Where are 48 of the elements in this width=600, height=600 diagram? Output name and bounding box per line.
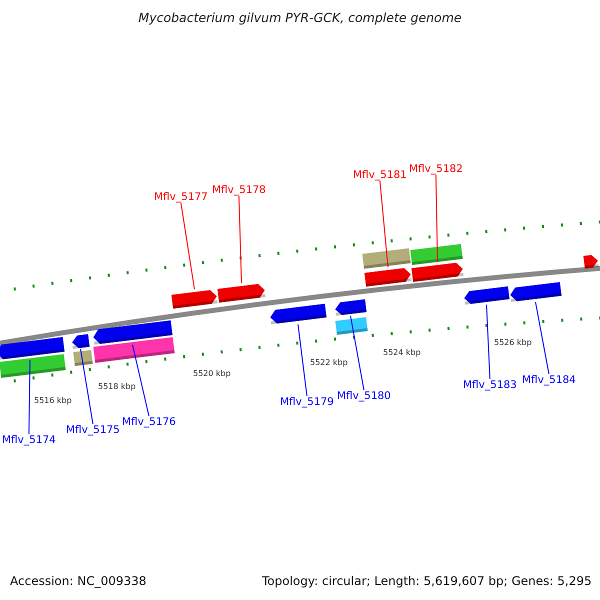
leader-line (435, 174, 438, 262)
gene-feature (463, 286, 510, 305)
feature-bar (73, 350, 93, 366)
footer-text: Accession: NC_009338 (10, 574, 146, 588)
gene-label: Mflv_5182 (409, 163, 463, 175)
leader-line (238, 196, 242, 284)
gene-label: Mflv_5181 (353, 169, 407, 181)
gene-feature (92, 320, 173, 345)
gene-label: Mflv_5180 (337, 390, 391, 402)
gene-feature (509, 282, 562, 302)
leader-line (28, 360, 30, 434)
feature-bar (0, 354, 66, 378)
scale-label: 5516 kbp (34, 396, 72, 405)
leader-line (80, 348, 94, 424)
feature-bar (410, 244, 463, 266)
feature-bar (335, 317, 368, 335)
leader-line (180, 202, 195, 290)
gene-feature (171, 289, 218, 309)
gene-label: Mflv_5175 (66, 424, 120, 436)
title: Mycobacterium gilvum PYR-GCK, complete genome (137, 10, 463, 25)
feature-bar (362, 248, 411, 269)
gene-feature (334, 299, 367, 316)
leader-line (486, 304, 490, 380)
scale-label: 5520 kbp (193, 369, 231, 378)
gene-label: Mflv_5184 (522, 374, 576, 386)
gene-label: Mflv_5178 (212, 184, 266, 196)
gene-label: Mflv_5183 (463, 379, 517, 391)
gene-feature (583, 254, 599, 269)
scale-label: 5522 kbp (310, 358, 348, 367)
gene-label: Mflv_5174 (2, 434, 56, 446)
leader-line (350, 315, 364, 390)
gene-label: Mflv_5179 (280, 396, 334, 408)
leader-line (298, 324, 308, 396)
gene-feature (411, 262, 464, 282)
gene-feature (269, 304, 327, 324)
gene-label: Mflv_5176 (122, 416, 176, 428)
footer-text: Topology: circular; Length: 5,619,607 bp; Genes: 5,295 (262, 574, 592, 588)
gene-feature (71, 334, 90, 349)
scale-label: 5526 kbp (494, 338, 532, 347)
gene-feature (0, 336, 65, 360)
scale-label: 5518 kbp (98, 382, 136, 391)
gene-feature (364, 267, 412, 287)
leader-line (379, 180, 388, 268)
leader-line (535, 302, 550, 374)
gene-label: Mflv_5177 (154, 191, 208, 203)
leader-line (132, 344, 150, 416)
scale-label: 5524 kbp (383, 348, 421, 357)
gene-feature (217, 283, 266, 303)
